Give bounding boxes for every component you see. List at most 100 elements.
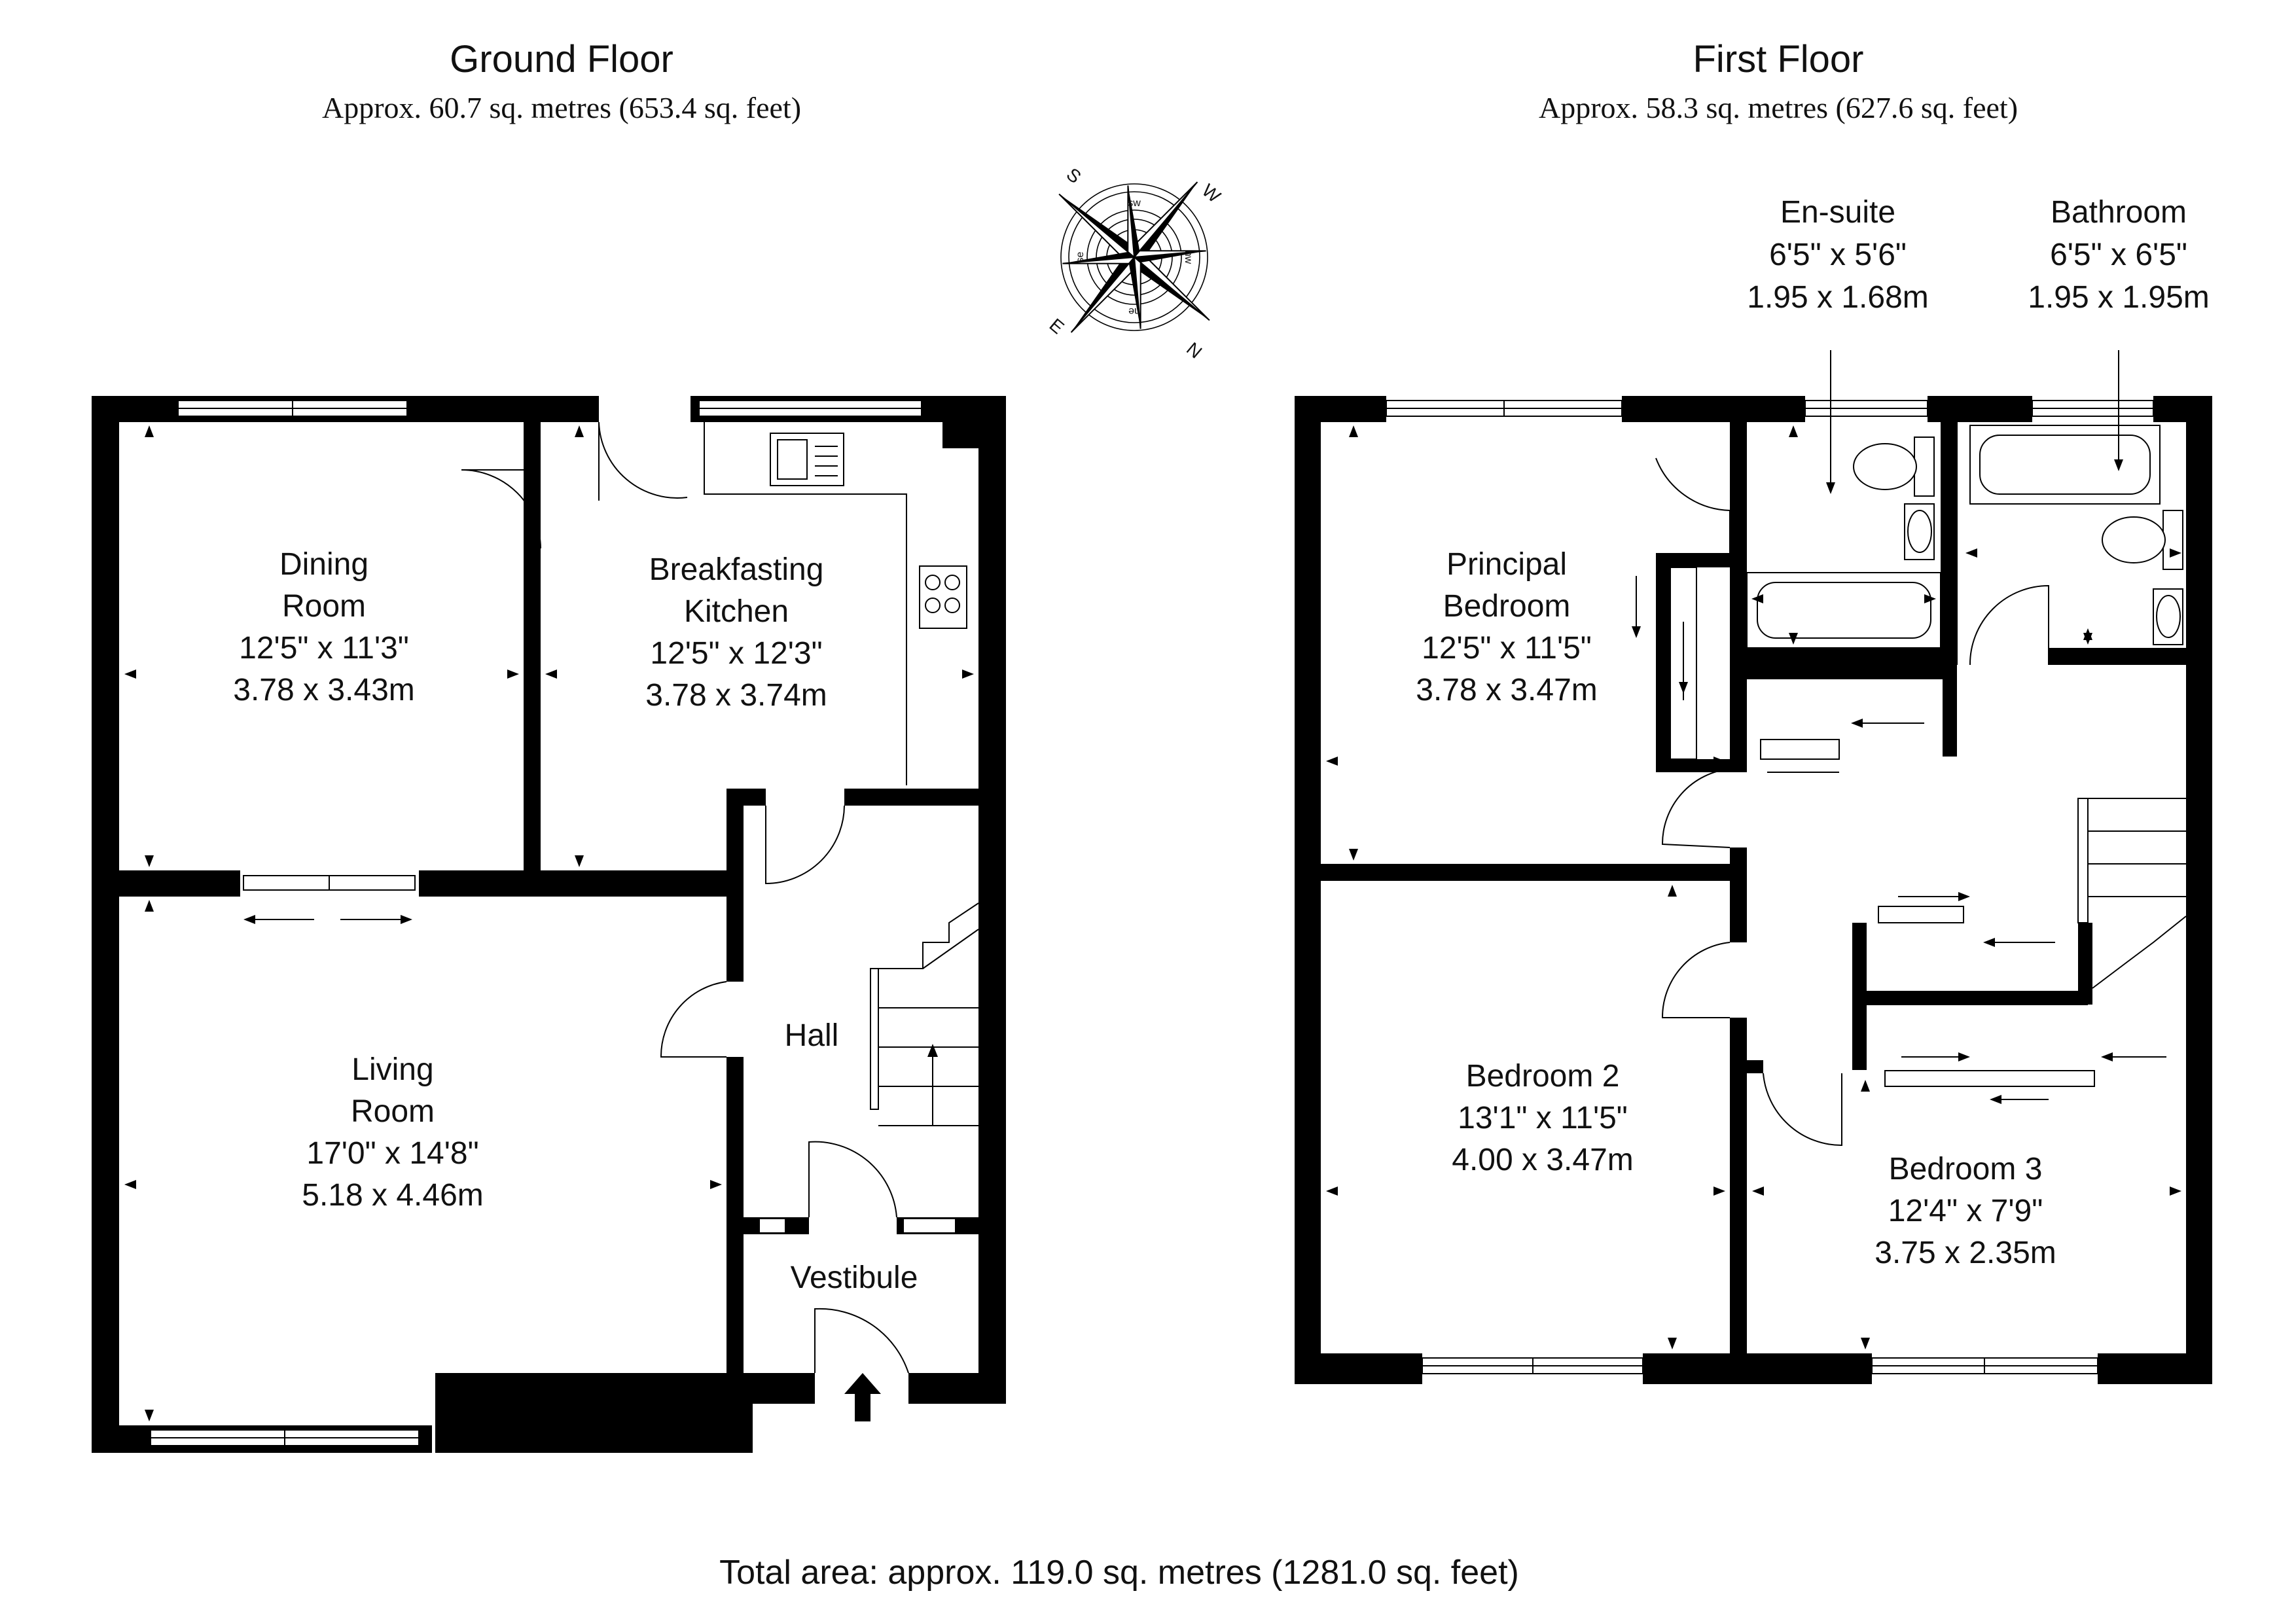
bedroom2-imperial: 13'1" x 11'5" <box>1458 1101 1628 1135</box>
ground-floor-area: Approx. 60.7 sq. metres (653.4 sq. feet) <box>322 91 801 124</box>
gf-wall-right <box>978 396 1006 1404</box>
compass-label-ne: ne <box>1128 306 1140 317</box>
dining-room-name-line2: Room <box>282 589 366 624</box>
ff-wall-bed3-top-left <box>1852 1005 1867 1070</box>
ff-door-bathroom <box>1969 584 2049 666</box>
first-floor-plan: En-suite 6'5" x 5'6" 1.95 x 1.68m Bathro… <box>1295 195 2212 1384</box>
ff-landing-cupboard-2 <box>1878 906 1964 923</box>
principal-bedroom-imperial: 12'5" x 11'5" <box>1422 631 1592 666</box>
gf-wall-vestibule-bottom-right <box>908 1373 1006 1404</box>
gf-wall-hall-top-right <box>844 789 978 806</box>
ff-wall-bottom-left <box>1295 1353 1422 1384</box>
gf-dimension-marks <box>124 425 974 1421</box>
gf-wall-living-top-right <box>419 870 733 897</box>
gf-door-kitchen-top <box>598 421 688 501</box>
ff-wall-cupboard2-bottom <box>1852 991 2088 1005</box>
ensuite-name: En-suite <box>1780 195 1895 230</box>
ff-wall-ensuite-bottom <box>1730 648 1958 665</box>
living-room-name-line2: Room <box>351 1094 435 1129</box>
bedroom2-metric: 4.00 x 3.47m <box>1452 1143 1634 1177</box>
gf-kitchen-worktop <box>704 422 907 785</box>
ff-dimension-marks <box>1326 425 2181 1349</box>
compass-label-se: se <box>1075 251 1086 262</box>
dining-room-name-line1: Dining <box>279 547 368 582</box>
gf-window-vestibule-left <box>759 1218 786 1234</box>
gf-wall-bottom-block <box>435 1373 753 1453</box>
compass-rose-icon: S W N E sw nw ne se <box>1046 164 1225 363</box>
gf-wall-vestibule-bottom-left <box>726 1373 815 1404</box>
ff-wall-principal-bed2 <box>1321 864 1734 881</box>
first-floor-area: Approx. 58.3 sq. metres (627.6 sq. feet) <box>1539 91 2018 124</box>
bathroom-imperial: 6'5" x 6'5" <box>2050 238 2187 272</box>
compass-label-n: N <box>1183 338 1206 363</box>
ff-door-bedroom2 <box>1661 942 1731 1018</box>
ff-door-bedroom3 <box>1763 1073 1842 1147</box>
bedroom3-metric: 3.75 x 2.35m <box>1874 1236 2056 1270</box>
kitchen-name-line2: Kitchen <box>684 594 789 629</box>
gf-wall-dining-kitchen <box>524 422 541 870</box>
ff-wall-top-mid2 <box>1928 396 2032 422</box>
ff-wall-bottom-right <box>2098 1353 2212 1384</box>
compass-label-e: E <box>1046 315 1068 338</box>
ff-wall-left <box>1295 396 1321 1384</box>
ff-wall-right <box>2186 396 2212 1384</box>
gf-door-kitchen-hall <box>765 805 845 885</box>
compass-label-w: W <box>1198 180 1225 207</box>
ff-wall-wardrobe-box-left <box>1656 553 1670 772</box>
ff-stairs <box>2077 798 2187 989</box>
gf-wall-left <box>92 396 119 1453</box>
ff-bathroom-bath-icon <box>1969 425 2161 505</box>
ff-wall-landing-left-mid <box>1730 847 1747 942</box>
kitchen-name-line1: Breakfasting <box>649 552 824 587</box>
ff-wall-cupboard-right <box>1943 665 1957 757</box>
kitchen-imperial: 12'5" x 12'3" <box>650 636 822 671</box>
gf-wall-hall-left-bottom <box>726 1057 744 1374</box>
ff-wall-cupboard2-right <box>2078 923 2092 1005</box>
total-area: Total area: approx. 119.0 sq. metres (12… <box>719 1554 1519 1592</box>
ff-bathroom-wc-icon <box>2102 510 2183 570</box>
gf-wall-hall-top-left <box>726 789 766 806</box>
gf-wall-kitchen-right-block <box>942 422 978 448</box>
ff-wall-bed3-left-stub <box>1747 1060 1763 1073</box>
living-room-name-line1: Living <box>351 1052 433 1087</box>
ff-bed3-wardrobe <box>1884 1070 2095 1087</box>
first-floor-title: First Floor <box>1693 38 1864 80</box>
ff-door-principal <box>1655 457 1731 562</box>
gf-wall-living-top-left <box>119 870 240 897</box>
living-room-imperial: 17'0" x 14'8" <box>306 1136 478 1171</box>
entrance-arrow-icon <box>844 1373 881 1421</box>
hob-icon <box>919 565 967 629</box>
principal-bedroom-metric: 3.78 x 3.47m <box>1416 673 1598 707</box>
gf-window-vestibule-right <box>903 1218 956 1234</box>
sink-icon <box>770 433 844 486</box>
ensuite-imperial: 6'5" x 5'6" <box>1769 238 1907 272</box>
ff-ensuite-basin-icon <box>1904 503 1935 560</box>
dining-room-imperial: 12'5" x 11'3" <box>239 631 409 666</box>
compass-label-sw: sw <box>1128 198 1141 209</box>
principal-bedroom-name-line1: Principal <box>1446 547 1567 582</box>
ff-wall-ensuite-bath <box>1941 422 1958 664</box>
dining-room-metric: 3.78 x 3.43m <box>233 673 415 707</box>
bedroom3-imperial: 12'4" x 7'9" <box>1888 1194 2043 1228</box>
bedroom3-name: Bedroom 3 <box>1889 1152 2043 1186</box>
ff-wall-bath-bottom <box>2049 648 2186 665</box>
ensuite-metric: 1.95 x 1.68m <box>1747 280 1929 315</box>
ff-ensuite-bath-icon <box>1746 572 1941 649</box>
gf-stairs <box>870 902 979 1126</box>
ff-wall-top-mid <box>1622 396 1805 422</box>
gf-door-front <box>814 1308 909 1374</box>
vestibule-name: Vestibule <box>791 1260 918 1295</box>
principal-bedroom-name-line2: Bedroom <box>1443 589 1571 624</box>
ff-bathroom-basin-icon <box>2153 588 2183 645</box>
gf-door-hall-vestibule <box>808 1141 897 1218</box>
compass-label-nw: nw <box>1183 251 1194 264</box>
ground-floor-plan: Dining Room 12'5" x 11'3" 3.78 x 3.43m B… <box>92 396 1006 1453</box>
ff-door-principal-landing <box>1661 768 1731 848</box>
ff-wall-landing-left-top <box>1730 422 1747 769</box>
ff-wall-cupboard-top <box>1747 665 1956 679</box>
ff-wall-wardrobe-box-bottom <box>1656 759 1747 772</box>
gf-wall-hall-left-top <box>726 789 744 982</box>
compass-label-s: S <box>1063 164 1085 188</box>
ground-floor-title: Ground Floor <box>450 38 673 80</box>
